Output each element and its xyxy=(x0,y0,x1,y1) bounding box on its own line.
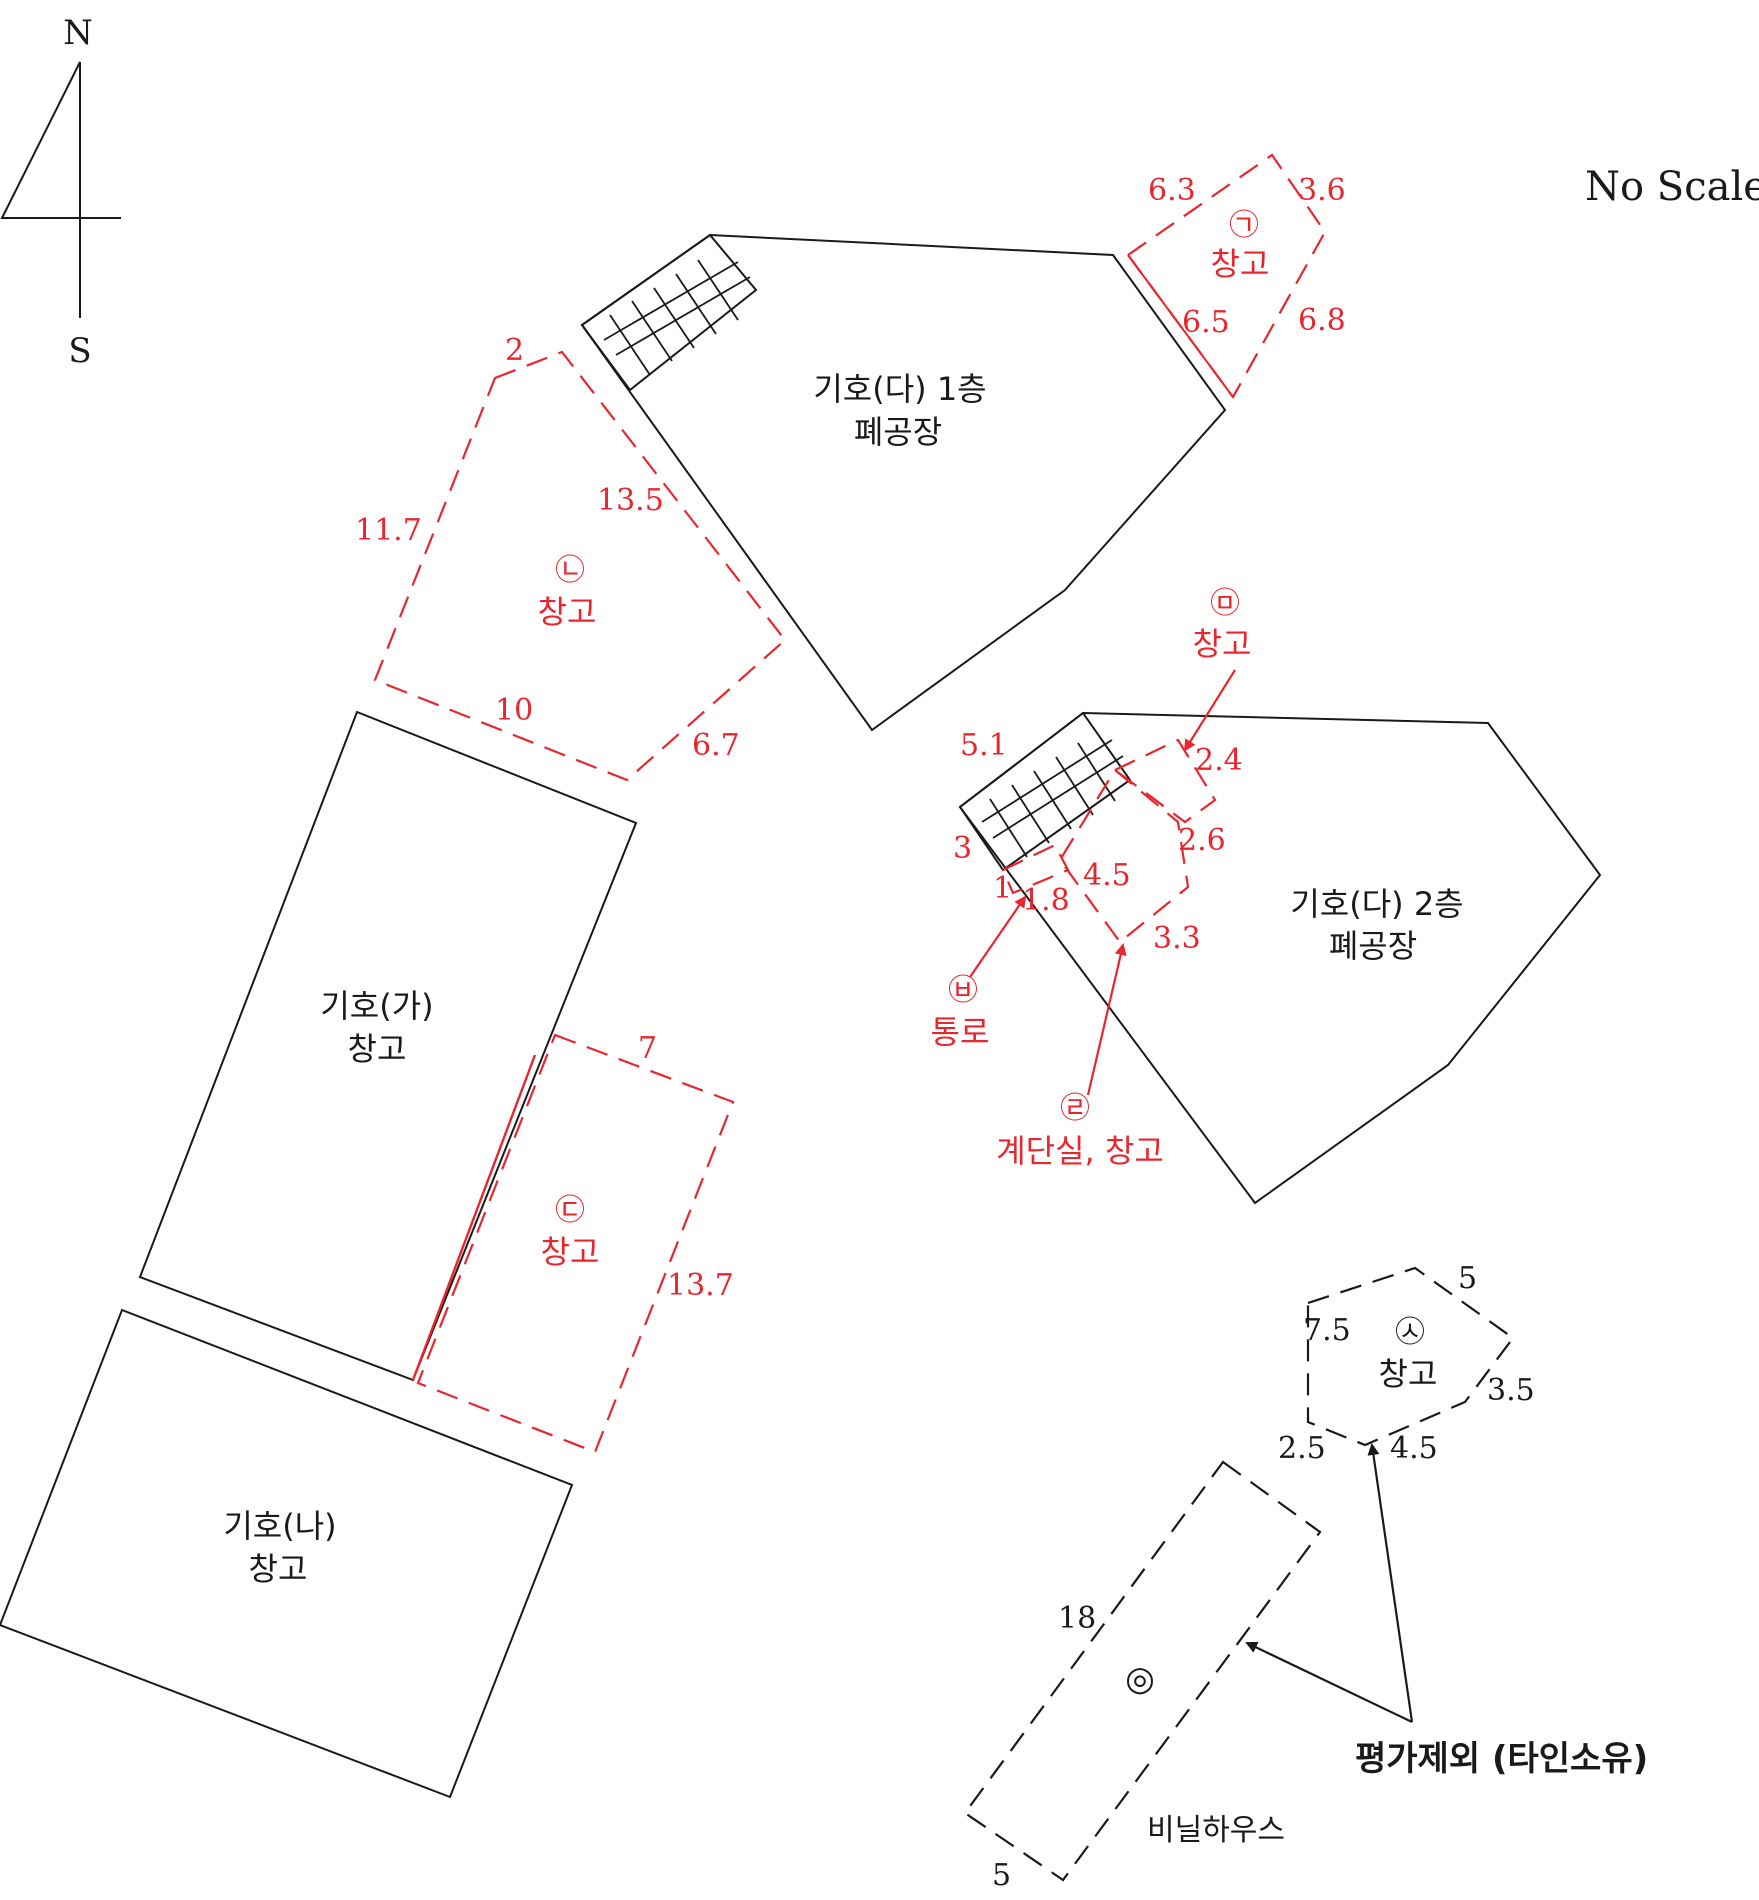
north-arrow-icon xyxy=(0,61,121,318)
area-digeut-shared-wall xyxy=(411,1054,537,1381)
building-da-2f-sublabel: 폐공장 xyxy=(1329,927,1417,965)
area-ieung-symbol: ◎ xyxy=(1125,1659,1155,1699)
building-da-2f-label: 기호(다) 2층 xyxy=(1290,885,1463,923)
area-rieul-label: 계단실, 창고 xyxy=(996,1132,1164,1170)
dim-upper-2: 2.4 xyxy=(1195,743,1243,778)
dim-siot-2: 7.5 xyxy=(1303,1313,1351,1348)
excluded-note: 평가제외 (타인소유) xyxy=(1355,1739,1648,1779)
area-digeut-label: 창고 xyxy=(541,1233,600,1271)
area-giyeok-symbol: ㉠ xyxy=(1229,208,1259,243)
building-na-label: 기호(나) xyxy=(223,1507,336,1545)
building-da-2f-outline xyxy=(958,711,1602,1205)
dim-ieung-2: 5 xyxy=(992,1858,1011,1893)
building-da-1f-label: 기호(다) 1층 xyxy=(813,370,986,408)
area-nieun-label: 창고 xyxy=(538,593,597,631)
area-ieung-label: 비닐하우스 xyxy=(1147,1813,1285,1848)
area-mieum-label: 창고 xyxy=(1193,625,1252,663)
dim-nieun-4: 10 xyxy=(495,693,533,728)
dim-siot-1: 5 xyxy=(1458,1261,1477,1296)
dim-upper-5: 4.5 xyxy=(1083,858,1131,893)
stair-1f xyxy=(580,233,758,392)
area-siot-label: 창고 xyxy=(1379,1355,1438,1393)
dim-siot-5: 4.5 xyxy=(1390,1431,1438,1466)
stair-1f-hatch xyxy=(603,259,751,376)
dim-giyeok-1: 6.3 xyxy=(1148,173,1196,208)
dim-giyeok-2: 3.6 xyxy=(1298,173,1346,208)
dim-digeut-1: 7 xyxy=(638,1031,657,1066)
dim-digeut-2: 13.7 xyxy=(667,1268,734,1303)
dim-upper-7: 1.8 xyxy=(1022,883,1070,918)
compass-north: N xyxy=(63,13,93,53)
dim-nieun-2: 11.7 xyxy=(355,513,422,548)
rieul-arrow xyxy=(1086,943,1127,1096)
area-bieup-label: 통로 xyxy=(931,1013,990,1051)
dim-siot-3: 3.5 xyxy=(1487,1373,1535,1408)
dim-nieun-3: 13.5 xyxy=(597,483,664,518)
dim-giyeok-4: 6.8 xyxy=(1298,303,1346,338)
dim-nieun-5: 6.7 xyxy=(692,728,740,763)
area-nieun-symbol: ㉡ xyxy=(555,553,585,588)
scale-note: No Scale xyxy=(1585,164,1759,210)
dim-siot-4: 2.5 xyxy=(1278,1431,1326,1466)
excluded-arrow-ieung xyxy=(1245,1641,1413,1723)
building-na-outline xyxy=(0,1308,574,1799)
area-giyeok-shared-wall xyxy=(1127,254,1234,398)
dim-giyeok-3: 6.5 xyxy=(1182,305,1230,340)
dim-ieung-1: 18 xyxy=(1058,1601,1096,1636)
area-bieup-outline xyxy=(1001,843,1070,895)
building-na-sublabel: 창고 xyxy=(249,1550,308,1588)
excluded-arrow-siot xyxy=(1367,1443,1414,1723)
mieum-arrow xyxy=(1183,669,1236,752)
area-mieum-outline xyxy=(1112,738,1217,824)
area-rieul-outline xyxy=(1058,768,1190,944)
dim-upper-8: 3.3 xyxy=(1153,921,1201,956)
dim-nieun-1: 2 xyxy=(505,333,524,368)
building-ga-sublabel: 창고 xyxy=(348,1030,407,1068)
building-ga-label: 기호(가) xyxy=(320,987,433,1025)
building-da-1f-outline xyxy=(580,233,1227,732)
dim-upper-6: 1 xyxy=(993,871,1012,906)
dim-upper-3: 2.6 xyxy=(1178,823,1226,858)
area-ieung-outline xyxy=(963,1460,1322,1882)
area-bieup-symbol: ㉥ xyxy=(948,973,978,1008)
area-mieum-symbol: ㉤ xyxy=(1210,586,1240,621)
area-digeut-symbol: ㉢ xyxy=(555,1193,585,1228)
dim-upper-1: 5.1 xyxy=(960,728,1008,763)
bieup-arrow xyxy=(969,895,1027,978)
area-giyeok-label: 창고 xyxy=(1211,245,1270,283)
dim-upper-4: 3 xyxy=(953,831,972,866)
area-rieul-symbol: ㉣ xyxy=(1060,1091,1090,1126)
building-da-1f-sublabel: 폐공장 xyxy=(854,413,942,451)
compass-south: S xyxy=(68,331,91,371)
area-siot-outline xyxy=(1306,1266,1515,1447)
area-siot-symbol: ㉦ xyxy=(1395,1315,1425,1350)
area-nieun-outline xyxy=(373,350,787,782)
stair-2f-hatch xyxy=(981,739,1124,858)
